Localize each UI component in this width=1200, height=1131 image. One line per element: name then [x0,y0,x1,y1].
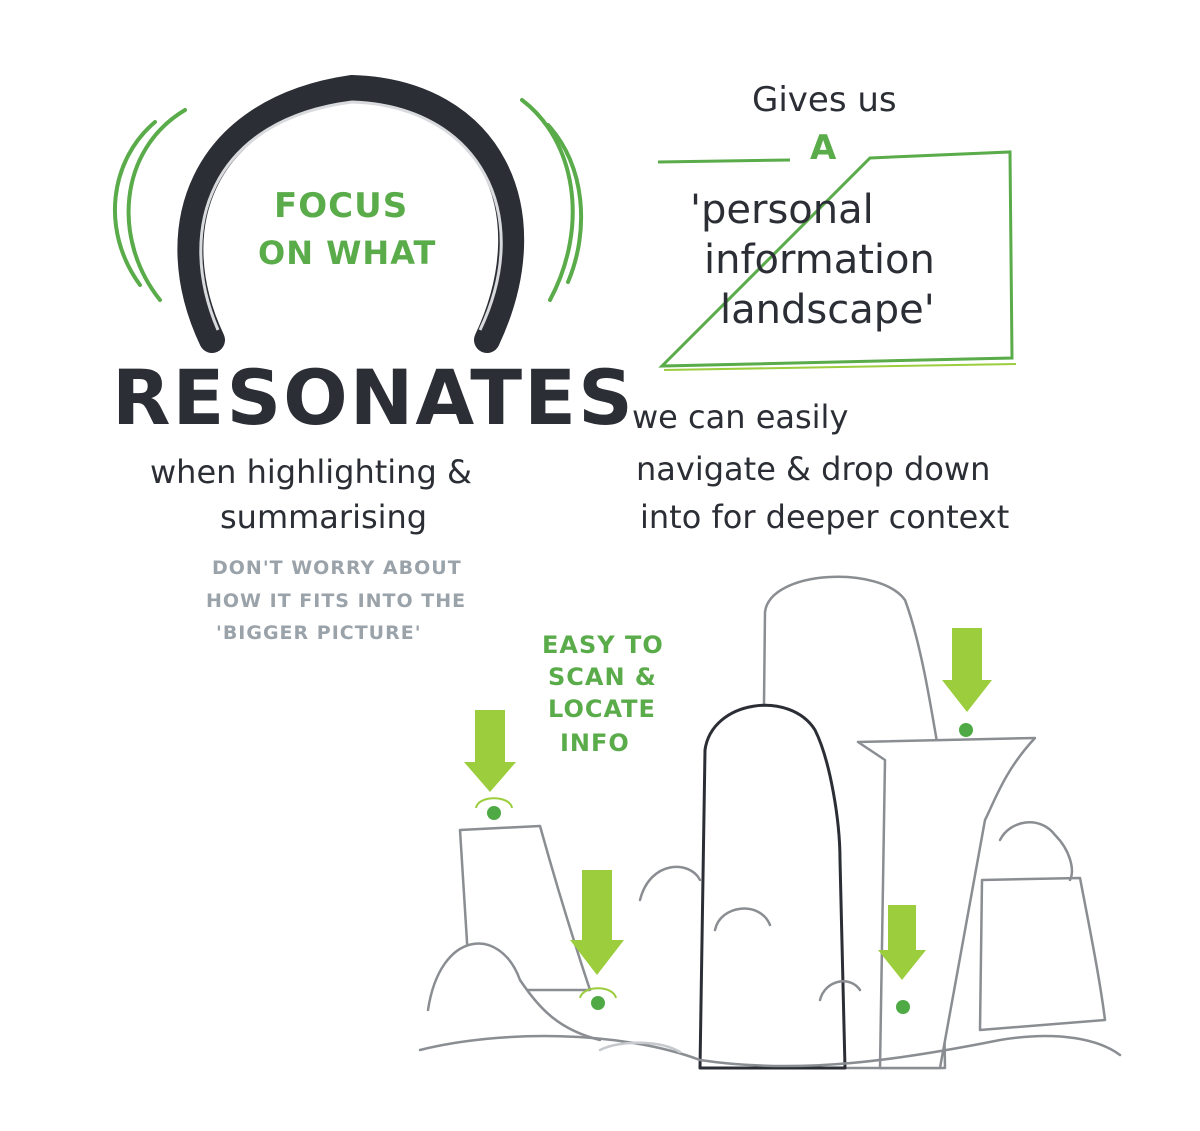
landscape-frame [657,150,1017,371]
note-line3: 'BIGGER PICTURE' [216,622,422,644]
navigate-line1: navigate & drop down [636,450,991,488]
location-marker-bottom-right [878,905,926,1014]
scan-label-line4: INFO [560,729,630,757]
location-marker-left [464,710,516,820]
landscape-illustration [418,575,1122,1070]
note-line2: HOW IT FITS INTO THE [206,590,467,612]
focus-detail-line1: when highlighting & [150,453,472,491]
scan-label-line2: SCAN & [548,663,657,691]
note-line1: DON'T WORRY ABOUT [212,557,462,579]
scan-label-line3: LOCATE [548,695,656,723]
scan-label-line1: EASY TO [542,631,664,659]
landscape-article: A [810,128,837,168]
location-marker-bottom-left [570,870,624,1010]
location-dot-icon [896,1000,910,1014]
landscape-box-line1: 'personal [690,187,874,233]
landscape-box-line3: landscape' [720,287,935,333]
location-dot-icon [591,996,605,1010]
signal-wave-icon [113,98,584,302]
focus-title-line2: ON WHAT [258,234,437,272]
arc-icon [177,74,525,353]
landscape-intro: Gives us [752,80,897,120]
navigate-line2: into for deeper context [640,498,1010,536]
focus-detail-line2: summarising [220,498,428,536]
location-marker-top-right [942,628,992,737]
location-dot-icon [487,806,501,820]
focus-title-line1: FOCUS [274,186,409,226]
location-dot-icon [959,723,973,737]
navigate-intro: we can easily [632,398,849,436]
landscape-box-line2: information [704,237,935,283]
headline-resonates: RESONATES [112,353,635,442]
